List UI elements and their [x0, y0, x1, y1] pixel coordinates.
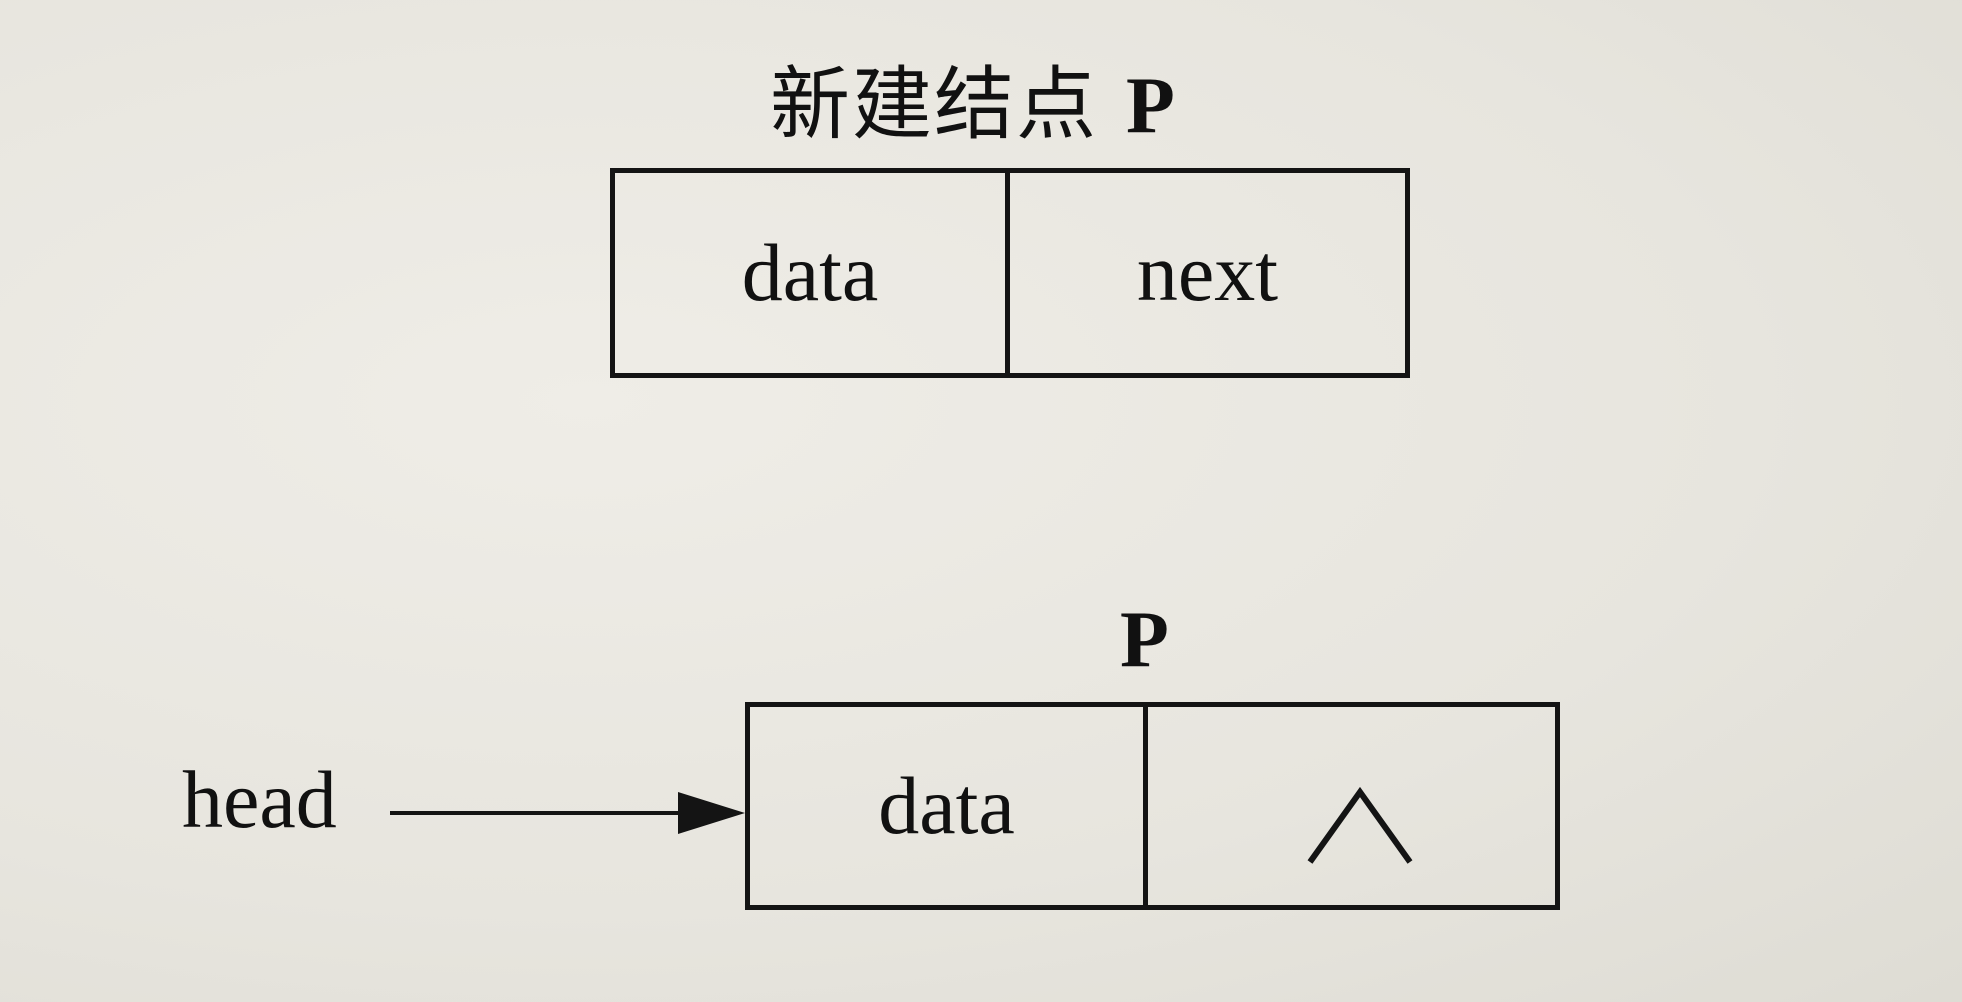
new-node-box: data next	[610, 168, 1410, 378]
caption-title: 新建结点	[770, 58, 1098, 151]
pointer-p-label: P	[1120, 596, 1169, 684]
head-arrow	[390, 792, 745, 834]
linked-node-data-field: data	[750, 707, 1148, 905]
linked-node-box: data ∧	[745, 702, 1560, 910]
caption-pointer-p: P	[1126, 62, 1175, 150]
head-arrow-head-icon	[678, 792, 745, 834]
new-node-next-field: next	[1136, 227, 1279, 318]
linked-node-null-field: ∧	[1148, 707, 1555, 905]
new-node-data-field: data	[615, 173, 1010, 373]
diagram-caption: 新建结点 P	[770, 60, 1175, 151]
head-label: head	[182, 754, 337, 845]
